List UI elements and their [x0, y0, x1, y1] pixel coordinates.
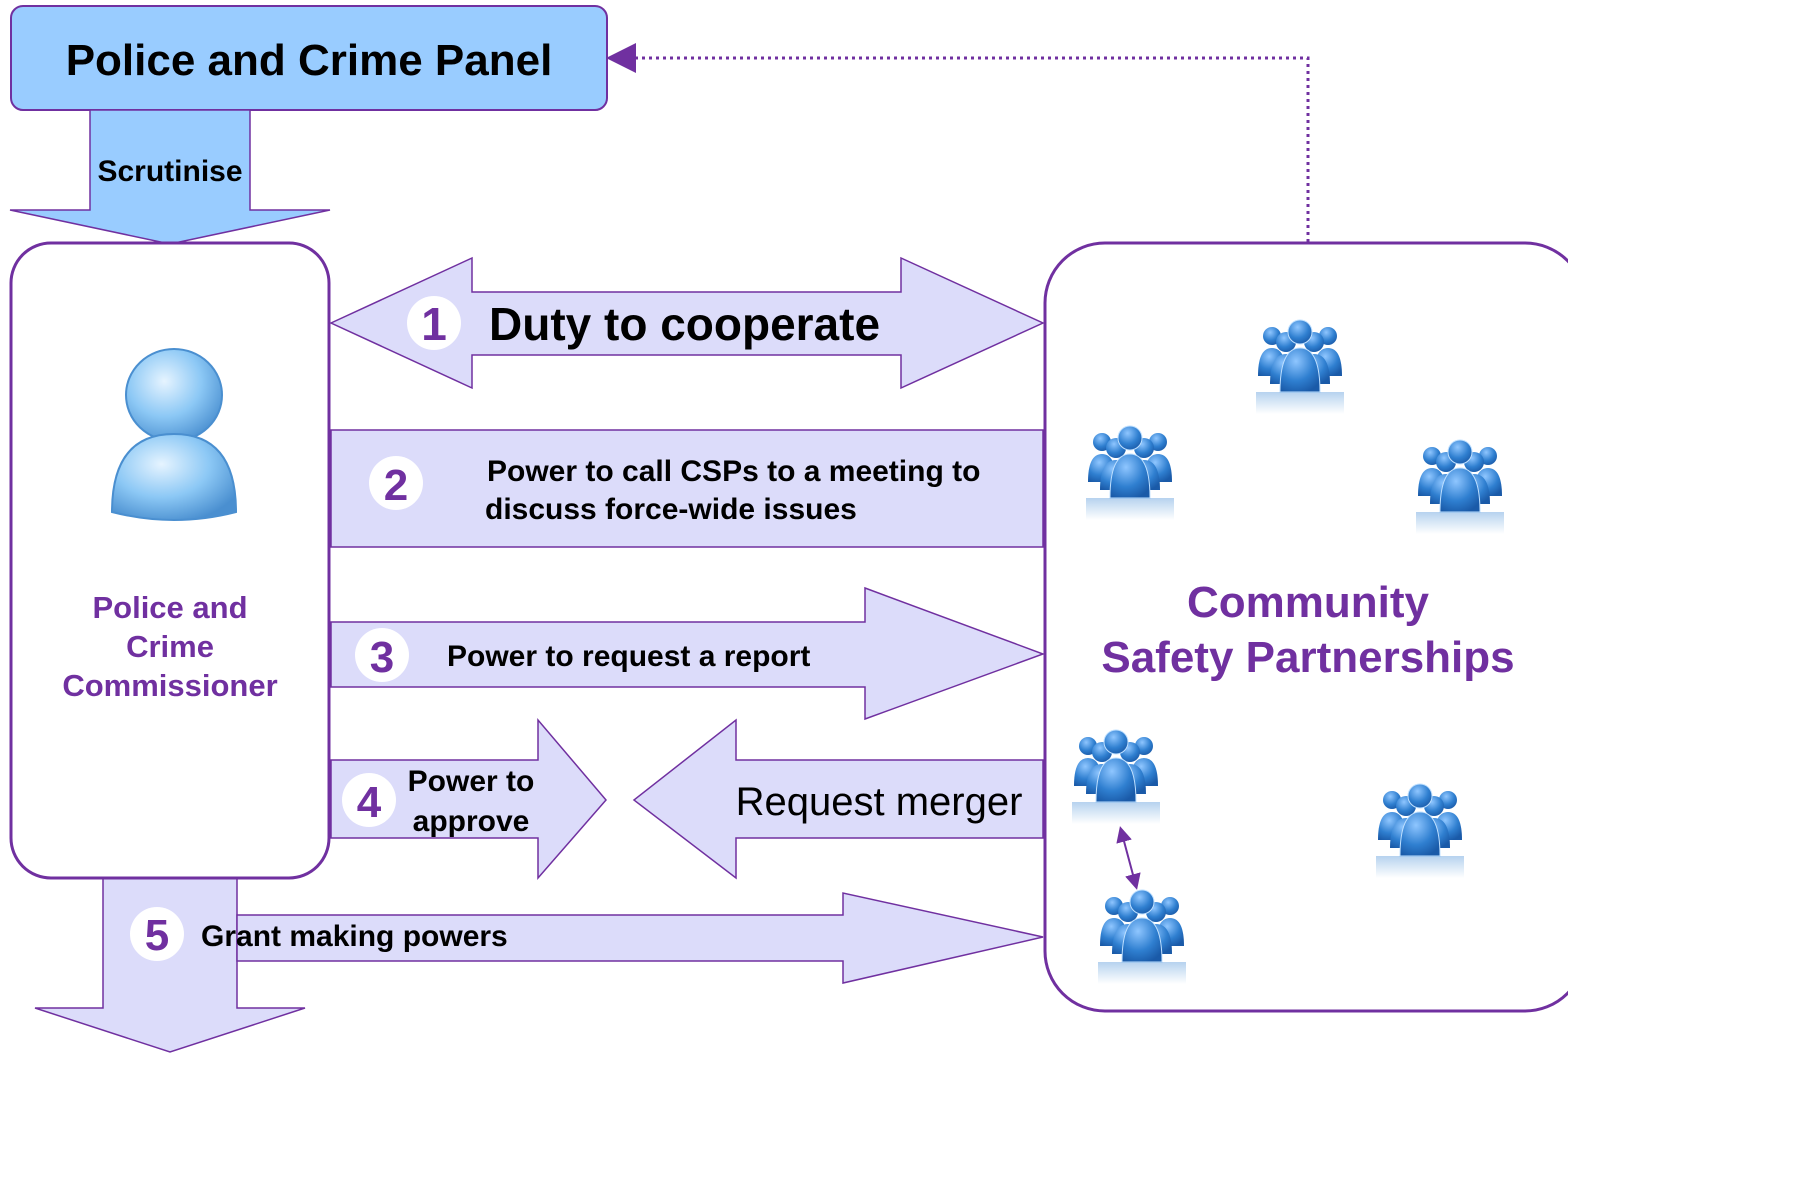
power-2-line-2: discuss force-wide issues	[485, 493, 857, 526]
power-4: 4 Power to approve	[330, 717, 607, 881]
power-5-label: Grant making powers	[201, 920, 508, 953]
commissioner-line-2: Crime	[126, 629, 214, 664]
power-2: 2 Power to call CSPs to a meeting to dis…	[330, 429, 1044, 548]
scrutinise-arrow: Scrutinise	[9, 109, 331, 245]
power-1-number: 1	[421, 298, 447, 350]
request-merger-arrow: Request merger	[632, 718, 1044, 880]
csp-group-icon	[1415, 439, 1505, 535]
power-2-badge	[369, 456, 423, 510]
power-4-number: 4	[357, 778, 382, 827]
diagram-canvas: Police and Crime Panel Scrutinise Police…	[9, 5, 1568, 1053]
csp-line-2: Safety Partnerships	[1101, 633, 1514, 682]
power-3-badge	[355, 628, 409, 682]
power-3-label: Power to request a report	[447, 640, 810, 673]
commissioner-line-3: Commissioner	[62, 668, 277, 703]
power-3: 3 Power to request a report	[330, 586, 1046, 721]
power-2-number: 2	[384, 461, 408, 510]
commissioner-box: Police and Crime Commissioner	[9, 241, 331, 880]
power-1: 1 Duty to cooperate	[329, 256, 1045, 390]
csp-group-icon	[1375, 783, 1465, 879]
person-icon	[110, 348, 238, 521]
diagram: Police and Crime Panel Scrutinise Police…	[9, 5, 1568, 1053]
power-5: 5 Grant making powers	[130, 907, 508, 961]
power-5-number: 5	[145, 911, 169, 960]
csp-group-icon	[1071, 729, 1161, 825]
scrutinise-label: Scrutinise	[97, 155, 242, 188]
power-1-label: Duty to cooperate	[489, 298, 880, 350]
power-3-number: 3	[370, 633, 394, 682]
power-2-line-1: Power to call CSPs to a meeting to	[487, 455, 980, 488]
feedback-dotted-arrow	[606, 43, 1310, 242]
power-4-badge	[342, 773, 396, 827]
grant-arrow	[236, 892, 1044, 984]
panel-title: Police and Crime Panel	[66, 36, 553, 85]
police-crime-panel: Police and Crime Panel	[10, 5, 608, 111]
merger-link-arrow	[1116, 826, 1141, 890]
request-merger-label: Request merger	[736, 780, 1023, 824]
power-4-line-1: Power to	[408, 765, 535, 798]
power-1-badge	[407, 296, 461, 350]
commissioner-line-1: Police and	[92, 590, 247, 625]
power-5-badge	[130, 907, 184, 961]
power-4-line-2: approve	[413, 805, 530, 838]
csp-box: Community Safety Partnerships	[1043, 241, 1568, 1013]
csp-group-icon	[1085, 425, 1175, 521]
csp-line-1: Community	[1187, 578, 1430, 627]
csp-group-icon	[1097, 889, 1187, 985]
csp-group-icon	[1255, 319, 1345, 415]
